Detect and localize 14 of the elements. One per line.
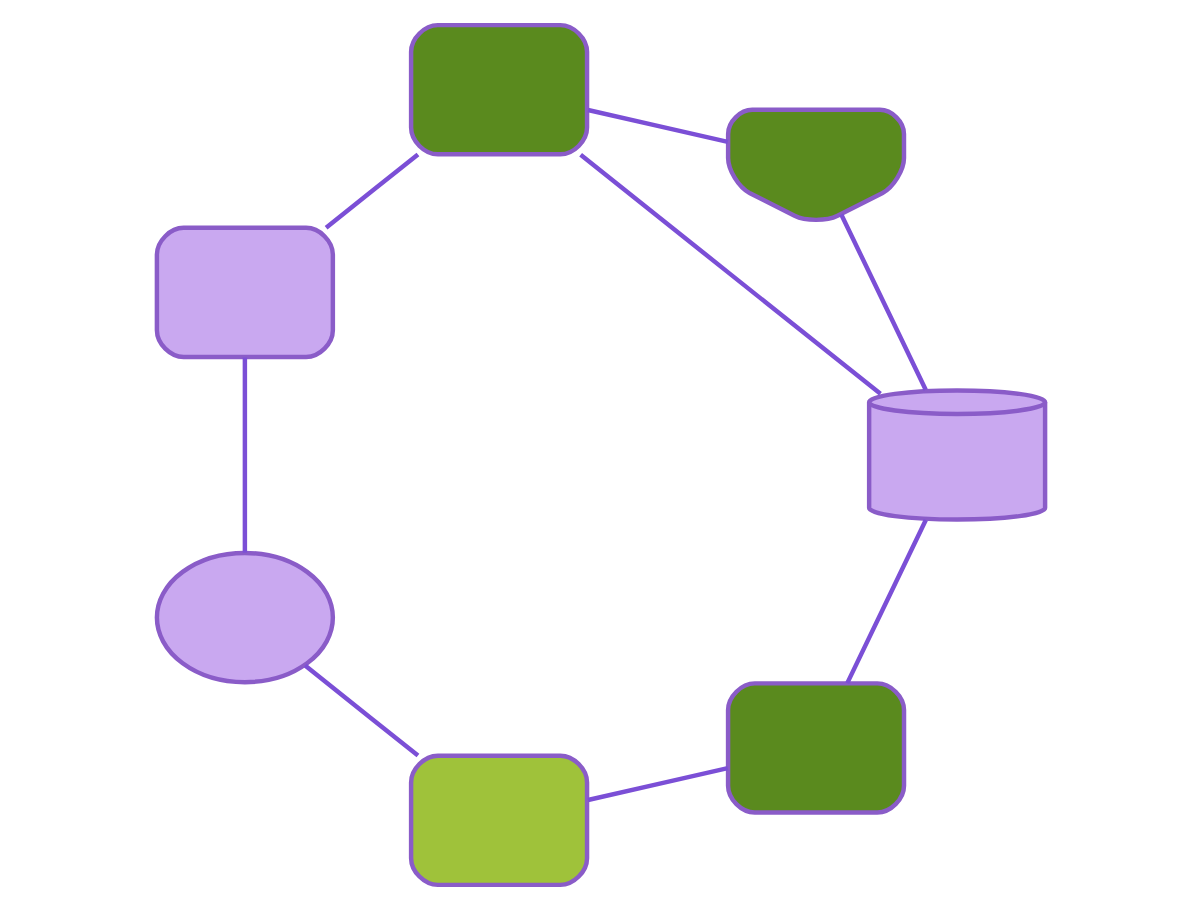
connector: [578, 153, 881, 396]
node-box: [724, 681, 906, 815]
node-shield: [724, 107, 906, 223]
node-box: [407, 753, 589, 888]
connector: [302, 663, 419, 758]
node-box: [407, 22, 589, 157]
node-box: [153, 225, 335, 360]
connector: [586, 765, 728, 803]
connector: [323, 152, 419, 230]
connector: [838, 213, 927, 391]
node-cloud: [153, 550, 335, 685]
connector: [241, 357, 247, 553]
connector: [844, 519, 927, 685]
connector: [586, 107, 728, 145]
